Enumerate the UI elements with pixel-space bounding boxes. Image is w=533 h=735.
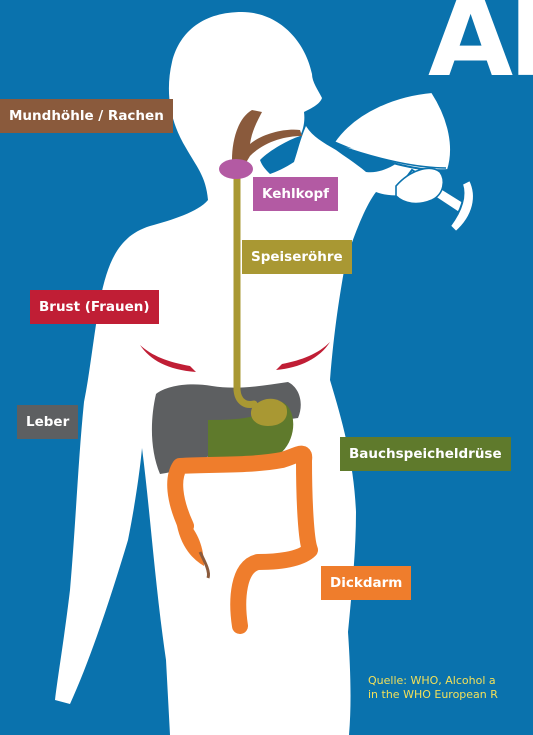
label-pancreas: Bauchspeicheldrüse	[340, 437, 511, 471]
label-larynx: Kehlkopf	[253, 177, 338, 211]
source-line-2: in the WHO European R	[368, 688, 498, 702]
label-esophagus: Speiseröhre	[242, 240, 352, 274]
label-mouth-throat: Mundhöhle / Rachen	[0, 99, 173, 133]
label-breast: Brust (Frauen)	[30, 290, 159, 324]
source-note: Quelle: WHO, Alcohol a in the WHO Europe…	[368, 674, 498, 702]
source-line-1: Quelle: WHO, Alcohol a	[368, 674, 498, 688]
title-fragment: Al	[428, 0, 533, 92]
label-colon: Dickdarm	[321, 566, 411, 600]
label-liver: Leber	[17, 405, 78, 439]
larynx-shape	[219, 159, 253, 179]
